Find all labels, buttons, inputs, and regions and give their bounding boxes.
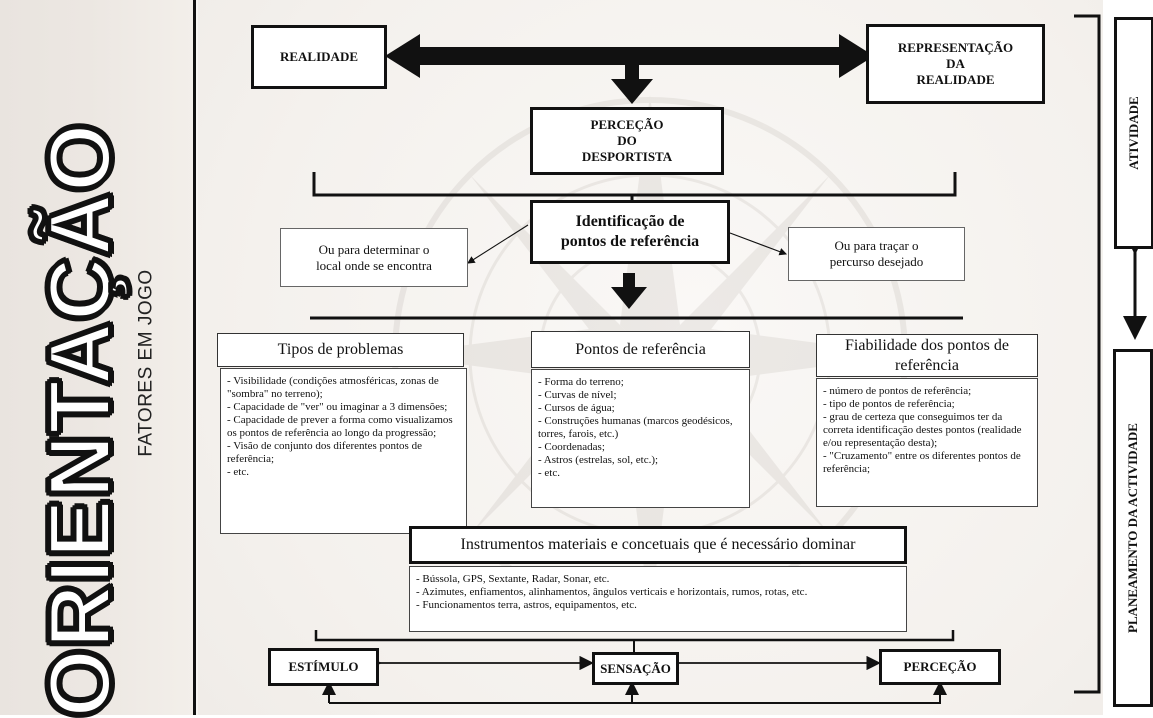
determine-location-box: Ou para determinar o local onde se encon…: [280, 228, 468, 287]
reference-points-list: - Forma do terreno; - Curvas de nível; -…: [538, 376, 743, 480]
reference-points-content-box: - Forma do terreno; - Curvas de nível; -…: [531, 369, 750, 508]
top-down-arrow: [611, 65, 653, 104]
problem-item: - Visibilidade (condições atmosféricas, …: [227, 375, 439, 400]
perception-box: PERCEÇÃO: [879, 649, 1001, 685]
subtitle-vertical-text: FATORES EM JOGO: [135, 269, 157, 457]
identification-line-1: Identificação de: [575, 213, 685, 230]
problem-item: - Visão de conjunto dos diferentes ponto…: [227, 440, 422, 465]
representation-line-1: REPRESENTAÇÃO: [897, 40, 1014, 55]
instrument-item: - Funcionamentos terra, astros, equipame…: [416, 599, 637, 611]
representation-line-3: REALIDADE: [916, 72, 995, 87]
instrument-item: - Azimutes, enfiamentos, alinhamentos, â…: [416, 586, 808, 598]
reference-point-item: - Curvas de nível;: [538, 389, 617, 401]
reliability-list: - número de pontos de referência; - tipo…: [823, 385, 1031, 476]
athlete-perception-line-1: PERCEÇÃO: [590, 117, 664, 132]
instruments-title-box: Instrumentos materiais e concetuais que …: [409, 526, 907, 564]
representation-box: REPRESENTAÇÃO DA REALIDADE: [866, 24, 1045, 104]
identification-line-2: pontos de referência: [560, 233, 700, 250]
reliability-item: - grau de certeza que conseguimos ter da…: [823, 411, 1022, 449]
reference-point-item: - Coordenadas;: [538, 441, 605, 453]
sensation-box: SENSAÇÃO: [592, 652, 679, 685]
reference-points-title: Pontos de referência: [575, 340, 706, 358]
reference-points-title-box: Pontos de referência: [531, 331, 750, 368]
athlete-perception-line-3: DESPORTISTA: [581, 149, 673, 164]
problem-item: - Capacidade de prever a forma como visu…: [227, 414, 453, 439]
reference-point-item: - Construções humanas (marcos geodésicos…: [538, 415, 733, 440]
problems-list: - Visibilidade (condições atmosféricas, …: [227, 375, 460, 479]
problems-content-box: - Visibilidade (condições atmosféricas, …: [220, 368, 467, 534]
athlete-perception-box: PERCEÇÃO DO DESPORTISTA: [530, 107, 724, 175]
bottom-return-loop: [328, 686, 941, 704]
reference-point-item: - Cursos de água;: [538, 402, 615, 414]
reliability-item: - "Cruzamento" entre os diferentes ponto…: [823, 450, 1021, 475]
subtitle-vertical: FATORES EM JOGO: [126, 269, 166, 456]
identify-right-arrow: [729, 232, 788, 256]
planning-label-box: PLANEAMENTO DA ACTIVIDADE: [1113, 349, 1153, 707]
reference-point-item: - Astros (estrelas, sol, etc.);: [538, 454, 659, 466]
sensation-label: SENSAÇÃO: [600, 660, 671, 676]
reliability-content-box: - número de pontos de referência; - tipo…: [816, 378, 1038, 507]
reliability-title-line-1: Fiabilidade dos pontos de: [845, 336, 1009, 354]
right-bracket: [1074, 14, 1101, 694]
perception-bracket: [312, 172, 957, 197]
reality-label: REALIDADE: [279, 49, 358, 64]
planning-label: PLANEAMENTO DA ACTIVIDADE: [1125, 423, 1140, 633]
instrument-item: - Bússola, GPS, Sextante, Radar, Sonar, …: [416, 573, 610, 585]
identification-down-arrow: [611, 273, 647, 309]
reliability-title-box: Fiabilidade dos pontos de referência: [816, 334, 1038, 377]
determine-location-line-1: Ou para determinar o: [318, 241, 430, 257]
representation-line-2: DA: [946, 56, 965, 71]
activity-label: ATIVIDADE: [1126, 96, 1141, 170]
identification-box: Identificação de pontos de referência: [530, 200, 730, 264]
problem-item: - etc.: [227, 466, 249, 478]
reality-representation-double-arrow: [385, 34, 874, 78]
stimulus-label: ESTÍMULO: [288, 659, 359, 674]
reliability-item: - número de pontos de referência;: [823, 385, 972, 397]
reference-point-item: - etc.: [538, 467, 560, 479]
problem-item: - Capacidade de "ver" ou imaginar a 3 di…: [227, 401, 448, 413]
instruments-content-box: - Bússola, GPS, Sextante, Radar, Sonar, …: [409, 566, 907, 632]
problems-title-box: Tipos de problemas: [217, 333, 464, 367]
reality-box: REALIDADE: [251, 25, 387, 89]
athlete-perception-line-2: DO: [617, 133, 637, 148]
main-vertical-title: ORIENTAÇÃO: [28, 120, 131, 718]
problems-title: Tipos de problemas: [277, 341, 404, 358]
perception-label: PERCEÇÃO: [903, 659, 977, 674]
left-title-band: [0, 0, 195, 715]
activity-label-box: ATIVIDADE: [1114, 17, 1153, 249]
trace-route-box: Ou para traçar o percurso desejado: [788, 227, 965, 281]
trace-route-line-2: percurso desejado: [829, 254, 924, 269]
determine-location-line-2: local onde se encontra: [316, 257, 432, 273]
reference-point-item: - Forma do terreno;: [538, 376, 624, 388]
stimulus-box: ESTÍMULO: [268, 648, 379, 686]
main-vertical-title-text: ORIENTAÇÃO: [28, 120, 131, 718]
left-divider-line: [193, 0, 196, 715]
reliability-item: - tipo de pontos de referência;: [823, 398, 955, 410]
instruments-title: Instrumentos materiais e concetuais que …: [460, 536, 856, 553]
identify-left-arrow: [467, 224, 529, 264]
instruments-list: - Bússola, GPS, Sextante, Radar, Sonar, …: [416, 573, 807, 612]
trace-route-line-1: Ou para traçar o: [834, 238, 919, 253]
reliability-title-line-2: referência: [895, 356, 959, 374]
